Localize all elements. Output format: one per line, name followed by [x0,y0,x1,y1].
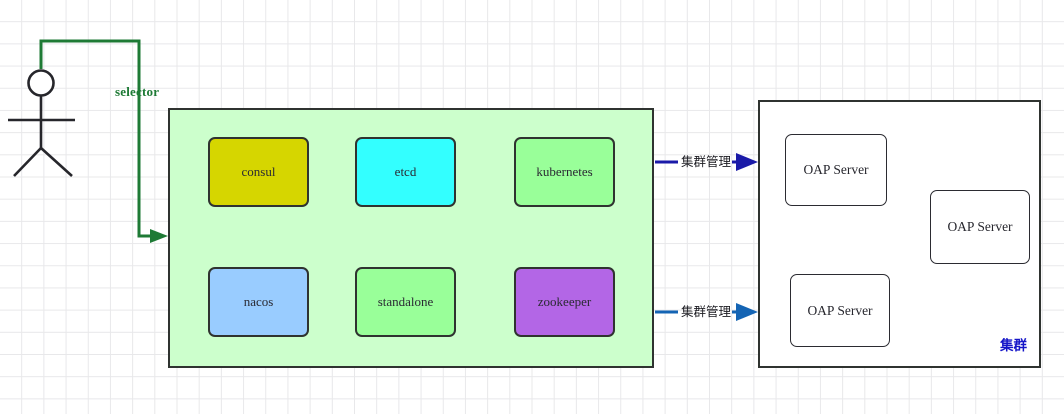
stick-figure-actor-icon [8,69,75,177]
selector-connector [39,39,152,238]
oap-server-box-3[interactable]: OAP Server [790,274,890,347]
service-box-standalone[interactable]: standalone [355,267,456,337]
service-label: standalone [377,294,434,309]
service-label: zookeeper [537,294,592,309]
service-label: kubernetes [536,164,593,179]
selector-arrowhead [150,229,168,243]
oap-server-box-2[interactable]: OAP Server [930,190,1030,264]
cluster-connector-top-label: 集群管理 [681,155,732,169]
selector-label: selector [115,84,160,99]
oap-server-box-1[interactable]: OAP Server [785,134,887,206]
oap-server-label: OAP Server [803,162,869,177]
cluster-connector-bottom-label: 集群管理 [681,305,732,319]
service-label: etcd [394,164,417,179]
service-box-etcd[interactable]: etcd [355,137,456,207]
cluster-caption: 集群 [1000,338,1027,353]
service-box-consul[interactable]: consul [208,137,309,207]
cluster-panel: OAP Server OAP Server OAP Server 集群 [758,100,1041,368]
cluster-connector-top-arrowhead [736,153,758,171]
service-box-nacos[interactable]: nacos [208,267,309,337]
cluster-connector-bottom-arrowhead [736,303,758,321]
service-box-zookeeper[interactable]: zookeeper [514,267,615,337]
service-box-kubernetes[interactable]: kubernetes [514,137,615,207]
oap-server-label: OAP Server [947,219,1013,234]
service-registry-container: consul etcd kubernetes nacos standalone … [168,108,654,368]
oap-server-label: OAP Server [807,302,873,318]
service-label: nacos [243,294,274,309]
service-label: consul [241,164,276,179]
